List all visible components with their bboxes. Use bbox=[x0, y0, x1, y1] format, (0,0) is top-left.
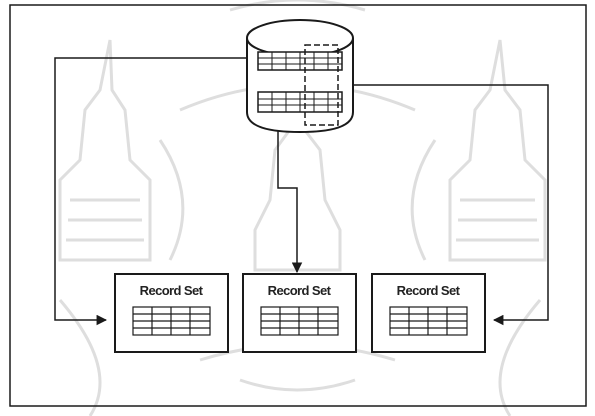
database-cylinder-icon bbox=[247, 20, 353, 132]
record-set-title-3: Record Set bbox=[397, 283, 461, 298]
record-set-box-2: Record Set bbox=[243, 274, 356, 352]
record-set-title-1: Record Set bbox=[140, 283, 204, 298]
database-table-lower bbox=[258, 92, 342, 112]
record-set-title-2: Record Set bbox=[268, 283, 332, 298]
connector-center bbox=[278, 130, 297, 272]
record-set-box-3: Record Set bbox=[372, 274, 485, 352]
database-table-upper bbox=[258, 52, 342, 70]
record-set-box-1: Record Set bbox=[115, 274, 228, 352]
